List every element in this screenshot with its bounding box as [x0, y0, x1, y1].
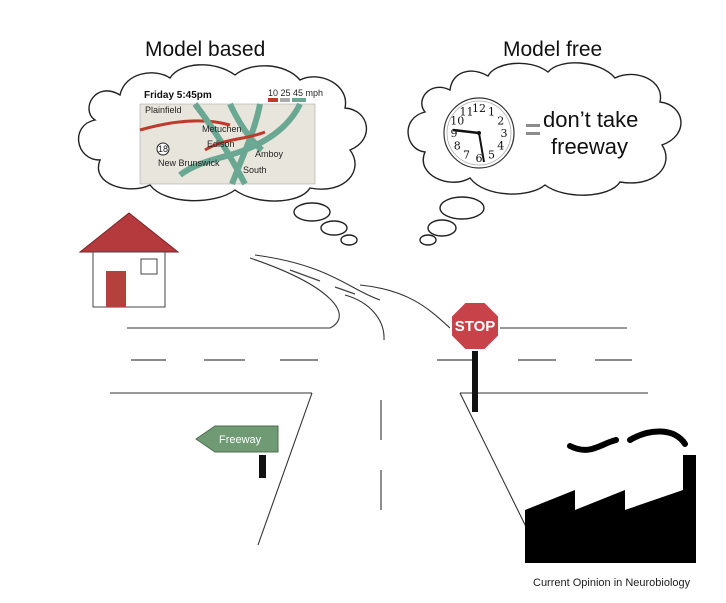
- house-window: [140, 258, 158, 275]
- map-road-4: [178, 102, 303, 178]
- map-background: [139, 103, 316, 185]
- clock-numeral: 2: [497, 115, 504, 128]
- map-label-edison: Edison: [207, 139, 235, 149]
- lane-markings: [131, 269, 632, 510]
- map-road-3: [229, 103, 263, 186]
- smoke-puff-2: [627, 428, 688, 447]
- map-road-red-2: [204, 130, 266, 152]
- map-label-metuchen: Metuchen: [202, 124, 242, 134]
- map-label-south: South: [243, 165, 267, 175]
- thought-cloud-right: [407, 62, 682, 246]
- equals-sign: [526, 124, 540, 135]
- map-label-amboy: Amboy: [255, 149, 284, 159]
- title-model-free: Model free: [503, 38, 602, 61]
- clock-numeral: 11: [460, 105, 474, 118]
- house-roof: [78, 212, 180, 253]
- factory-icon: [525, 428, 696, 563]
- clock-numeral: 9: [451, 127, 458, 140]
- clock-numeral: 10: [450, 115, 464, 128]
- stop-sign-label: STOP: [455, 318, 496, 335]
- roads: [110, 254, 648, 546]
- legend-swatch-10: [268, 98, 278, 102]
- legend-swatch-25: [280, 98, 290, 102]
- title-model-based: Model based: [145, 38, 265, 61]
- clock-numeral: 8: [454, 140, 461, 153]
- clock-numeral: 5: [488, 149, 495, 162]
- clock-numeral: 12: [472, 102, 486, 115]
- map-speed-legend: 10 25 45 mph: [268, 88, 323, 98]
- house: [78, 212, 180, 308]
- freeway-sign-post: [259, 455, 266, 478]
- freeway-sign: Freeway: [195, 425, 279, 478]
- map-label-plainfield: Plainfield: [145, 105, 182, 115]
- traffic-map: 18 Plainfield Edison New Brunswick Amboy…: [139, 102, 316, 186]
- clock-numeral: 6: [476, 152, 483, 165]
- map-time: Friday 5:45pm: [144, 90, 212, 101]
- map-road-2: [227, 102, 264, 153]
- clock-hour-hand: [452, 128, 480, 135]
- clock-numeral: 3: [501, 127, 508, 140]
- route-number: 18: [158, 144, 168, 154]
- clock-minute-hand: [478, 132, 485, 163]
- freeway-sign-label: Freeway: [219, 434, 262, 446]
- stop-sign: STOP: [450, 301, 500, 412]
- clock-numeral: 4: [497, 140, 504, 153]
- bubble-text-line1: don’t take: [543, 107, 638, 132]
- smoke-puff-1: [567, 437, 619, 453]
- journal-caption: Current Opinion in Neurobiology: [533, 577, 691, 589]
- route-shield: [156, 142, 170, 156]
- legend-swatch-45: [292, 98, 306, 102]
- stop-sign-post: [472, 346, 478, 412]
- stop-sign-octagon: [450, 301, 500, 351]
- clock-numeral: 7: [463, 149, 470, 162]
- freeway-sign-arrow: [195, 425, 279, 453]
- map-label-new-brunswick: New Brunswick: [158, 158, 220, 168]
- map-road-red: [139, 119, 231, 132]
- house-door: [106, 271, 126, 307]
- bubble-text-line2: freeway: [551, 134, 628, 159]
- clock-numeral: 1: [488, 105, 495, 118]
